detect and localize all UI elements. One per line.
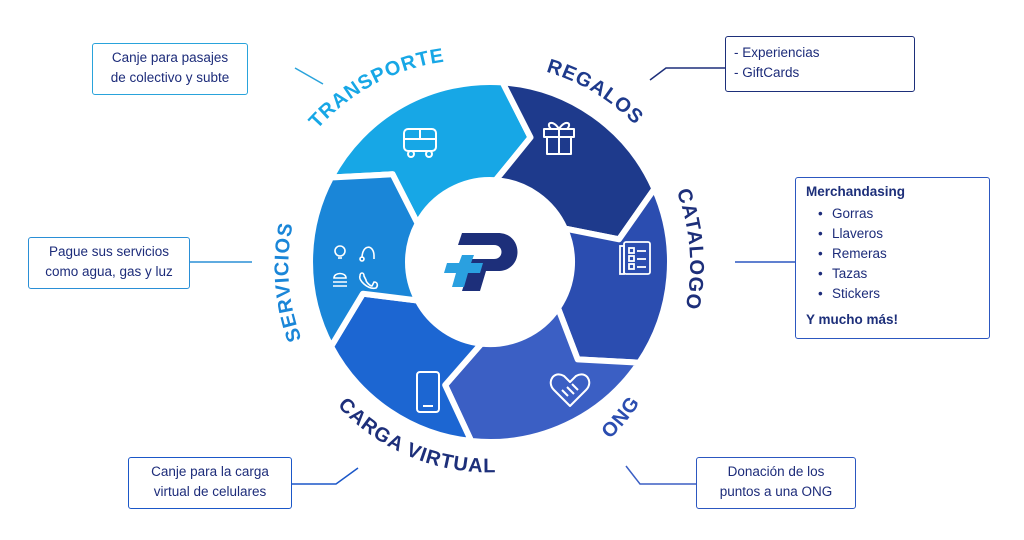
transporte-info-line-2: de colectivo y subte: [110, 70, 230, 85]
catalogo-info-item: Llaveros: [818, 224, 979, 244]
carga-virtual-info-line-2: virtual de celulares: [153, 484, 267, 499]
regalos-info-line-1: - Experiencias: [734, 45, 820, 60]
ring-segment-ong: [442, 304, 643, 445]
ring-segment-regalos: [492, 79, 658, 243]
catalogo-info-box: Merchandasing Gorras Llaveros Remeras Ta…: [795, 177, 990, 339]
servicios-info-line-1: Pague sus servicios: [48, 244, 170, 259]
catalogo-info-item: Gorras: [818, 204, 979, 224]
smartphone-icon: [416, 371, 440, 413]
gift-icon: [543, 122, 575, 155]
catalog-list-icon: [619, 241, 651, 275]
ring-segment-catalogo: [555, 185, 673, 366]
catalogo-info-item: Remeras: [818, 244, 979, 264]
ring-segment-carga-virtual: [328, 290, 485, 444]
carga-virtual-info-line-1: Canje para la carga: [151, 464, 269, 479]
ong-connector: [625, 465, 696, 485]
catalogo-info-footer: Y mucho más!: [806, 312, 899, 327]
transporte-info-line-1: Canje para pasajes: [111, 50, 229, 65]
bus-icon: [403, 128, 437, 158]
regalos-info-box: - Experiencias - GiftCards: [725, 36, 915, 92]
catalogo-info-list: Gorras Llaveros Remeras Tazas Stickers: [806, 204, 979, 304]
transporte-connector: [294, 67, 324, 85]
servicios-info-line-2: como agua, gas y luz: [45, 264, 173, 279]
catalogo-info-heading: Merchandasing: [806, 184, 906, 199]
ong-info-box: Donación de los puntos a una ONG: [696, 457, 856, 509]
segment-label-catalogo: CATALOGO: [672, 186, 707, 312]
regalos-connector: [649, 67, 726, 81]
servicios-info-box: Pague sus servicios como agua, gas y luz: [28, 237, 190, 289]
carga-virtual-info-box: Canje para la carga virtual de celulares: [128, 457, 292, 509]
logo-icon: [444, 233, 518, 291]
catalogo-info-item: Tazas: [818, 264, 979, 284]
handshake-heart-icon: [549, 373, 591, 407]
carga-virtual-connector: [292, 467, 359, 485]
segment-label-servicios: SERVICIOS: [271, 220, 306, 344]
ong-info-line-2: puntos a una ONG: [719, 484, 833, 499]
transporte-info-box: Canje para pasajes de colectivo y subte: [92, 43, 248, 95]
utilities-icon: [333, 245, 379, 290]
ong-info-line-1: Donación de los: [727, 464, 825, 479]
catalogo-info-item: Stickers: [818, 284, 979, 304]
regalos-info-line-2: - GiftCards: [734, 65, 800, 80]
